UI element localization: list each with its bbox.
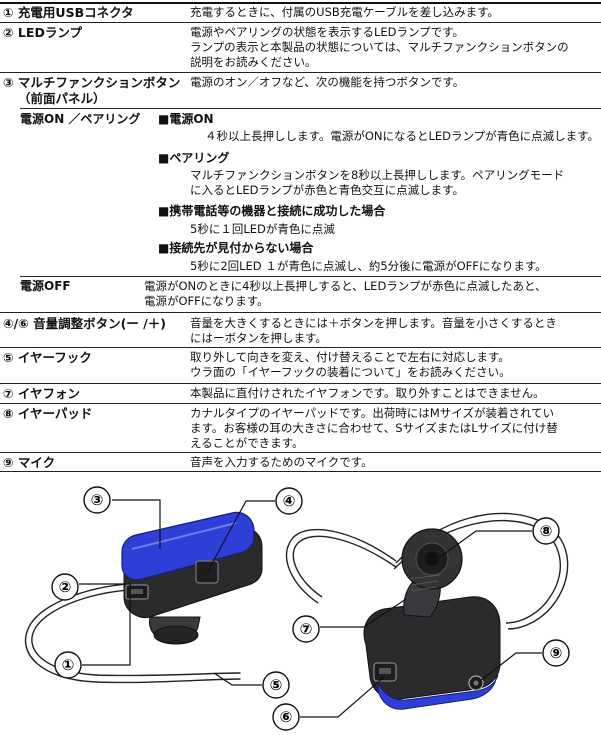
ear-hook-label: ⑤ イヤーフック bbox=[3, 350, 92, 365]
table-top-rule bbox=[0, 2, 601, 4]
callout-8-text: ⑧ bbox=[540, 522, 553, 540]
power-on-text: ４秒以上長押しします。電源がONになるとLEDランプが青色に点滅します。 bbox=[205, 129, 600, 143]
callout-2-text: ② bbox=[59, 578, 72, 596]
multifunction-button-desc: 電源のオン／オフなど、次の機能を持つボタンです。 bbox=[190, 75, 465, 89]
ear-pad-hole bbox=[425, 552, 439, 566]
earphone-desc: 本製品に直付けされたイヤフォンです。取り外すことはできません。 bbox=[190, 386, 545, 400]
power-on-heading: ■電源ON bbox=[158, 112, 214, 126]
volume-button-desc-1: 音量を大きくするときには＋ボタンを押します。音量を小さくするとき bbox=[190, 316, 557, 330]
connected-heading: ■携帯電話等の機器と接続に成功した場合 bbox=[158, 204, 386, 218]
callout-6-text: ⑥ bbox=[280, 708, 293, 726]
pairing-text-1: マルチファンクションボタンを8秒以上長押しします。ペアリングモード bbox=[190, 168, 565, 182]
callout-1: ① bbox=[54, 597, 131, 679]
not-found-heading: ■接続先が見付からない場合 bbox=[158, 241, 314, 255]
led-lamp-desc-2: ランプの表示と本製品の状態については、マルチファンクションボタンの bbox=[190, 40, 569, 54]
callout-1-text: ① bbox=[62, 656, 75, 674]
callout-2: ② bbox=[51, 573, 133, 601]
led-lamp-desc-3: 説明をお読みください。 bbox=[190, 55, 317, 69]
not-found-text: 5秒に2回LED １が青色に点滅し、約5分後に電源がOFFになります。 bbox=[190, 259, 547, 273]
ear-pad-desc-2: ます。お客様の耳の大きさに合わせて、SサイズまたはLサイズに付け替 bbox=[190, 421, 558, 435]
ear-hook-right bbox=[292, 535, 397, 598]
led-lamp-label: ② LEDランプ bbox=[3, 25, 82, 40]
row-divider bbox=[0, 383, 601, 384]
pairing-text-2: に入るとLEDランプが赤色と青色交互に点滅します。 bbox=[190, 183, 465, 197]
usb-connector-desc: 充電するときに、付属のUSB充電ケーブルを差し込みます。 bbox=[190, 5, 499, 19]
usb-connector-slot bbox=[131, 589, 143, 594]
callout-8: ⑧ bbox=[439, 517, 560, 558]
callout-5: ⑤ bbox=[213, 671, 290, 699]
callout-7: ⑦ bbox=[292, 598, 407, 643]
usb-connector-label: ① 充電用USBコネクタ bbox=[3, 5, 134, 20]
left-ear-pad bbox=[153, 625, 199, 645]
front-panel-label: （前面パネル） bbox=[18, 91, 106, 106]
power-off-desc-1: 電源がONのときに4秒以上長押しすると、LEDランプが赤色に点滅したあと、 bbox=[144, 279, 547, 293]
power-on-pairing-label: 電源ON ／ペアリング bbox=[20, 112, 141, 126]
callout-5-text: ⑤ bbox=[270, 676, 283, 694]
row-divider bbox=[0, 452, 601, 453]
ear-pad-label: ⑧ イヤーパッド bbox=[3, 406, 93, 421]
row-divider bbox=[20, 276, 601, 277]
ear-hook-desc-2: ウラ面の「イヤーフックの装着について」をお読みください。 bbox=[190, 365, 511, 379]
ear-pad-desc-1: カナルタイプのイヤーパッドです。出荷時にはMサイズが装着されてい bbox=[190, 406, 555, 420]
callout-4: ④ bbox=[207, 487, 303, 572]
panel-highlight bbox=[131, 522, 237, 550]
row-divider bbox=[0, 347, 601, 348]
volume-button-label: ④/⑥ 音量調整ボタン(ー /＋) bbox=[3, 316, 166, 331]
row-divider bbox=[0, 471, 601, 472]
left-headset-illustration bbox=[24, 511, 263, 684]
multifunction-button-panel bbox=[121, 511, 255, 581]
volume-button-left bbox=[195, 560, 219, 584]
ear-hook-left-outline bbox=[31, 588, 241, 677]
row-divider bbox=[0, 22, 601, 23]
microphone-hole bbox=[473, 680, 479, 686]
row-divider bbox=[0, 403, 601, 404]
multifunction-button-label: ③ マルチファンクションボタン bbox=[3, 75, 181, 90]
row-divider bbox=[0, 312, 601, 313]
callout-9: ⑨ bbox=[479, 639, 570, 682]
led-lamp-desc-1: 電源やペアリングの状態を表示するLEDランプです。 bbox=[190, 25, 465, 39]
ear-hook-left-outline-outer bbox=[24, 582, 241, 684]
power-off-label: 電源OFF bbox=[20, 279, 71, 293]
right-headset-illustration bbox=[285, 512, 569, 710]
microphone-label: ⑨ マイク bbox=[3, 455, 56, 470]
connected-text: 5秒に１回LEDが青色に点滅 bbox=[190, 222, 335, 236]
earphone-label: ⑦ イヤフォン bbox=[3, 386, 81, 401]
power-off-desc-2: 電源がOFFになります。 bbox=[144, 294, 269, 308]
right-body-blue-edge bbox=[377, 674, 499, 710]
ear-hook-right-outer bbox=[285, 528, 397, 604]
ear-hook-desc-1: 取り外して向きを変え、付け替えることで左右に対応します。 bbox=[190, 350, 510, 364]
row-divider bbox=[20, 108, 601, 109]
ear-pad-desc-3: えることができます。 bbox=[190, 436, 304, 450]
volume-button-desc-2: にはーボタンを押します。 bbox=[190, 331, 327, 345]
volume-button-mark bbox=[379, 668, 391, 674]
callout-4-text: ④ bbox=[283, 492, 296, 510]
callout-7-text: ⑦ bbox=[300, 620, 313, 638]
callout-9-text: ⑨ bbox=[550, 644, 563, 662]
row-divider bbox=[0, 72, 601, 73]
callout-3: ③ bbox=[83, 486, 161, 549]
pairing-heading: ■ペアリング bbox=[158, 151, 230, 165]
stem-ribs bbox=[409, 574, 441, 592]
callout-3-text: ③ bbox=[91, 491, 104, 509]
headset-diagram: ③ ④ ② ① ⑤ ⑧ ⑦ ⑨ ⑥ bbox=[24, 486, 570, 731]
callout-6: ⑥ bbox=[272, 676, 385, 731]
microphone-desc: 音声を入力するためのマイクです。 bbox=[190, 455, 373, 469]
